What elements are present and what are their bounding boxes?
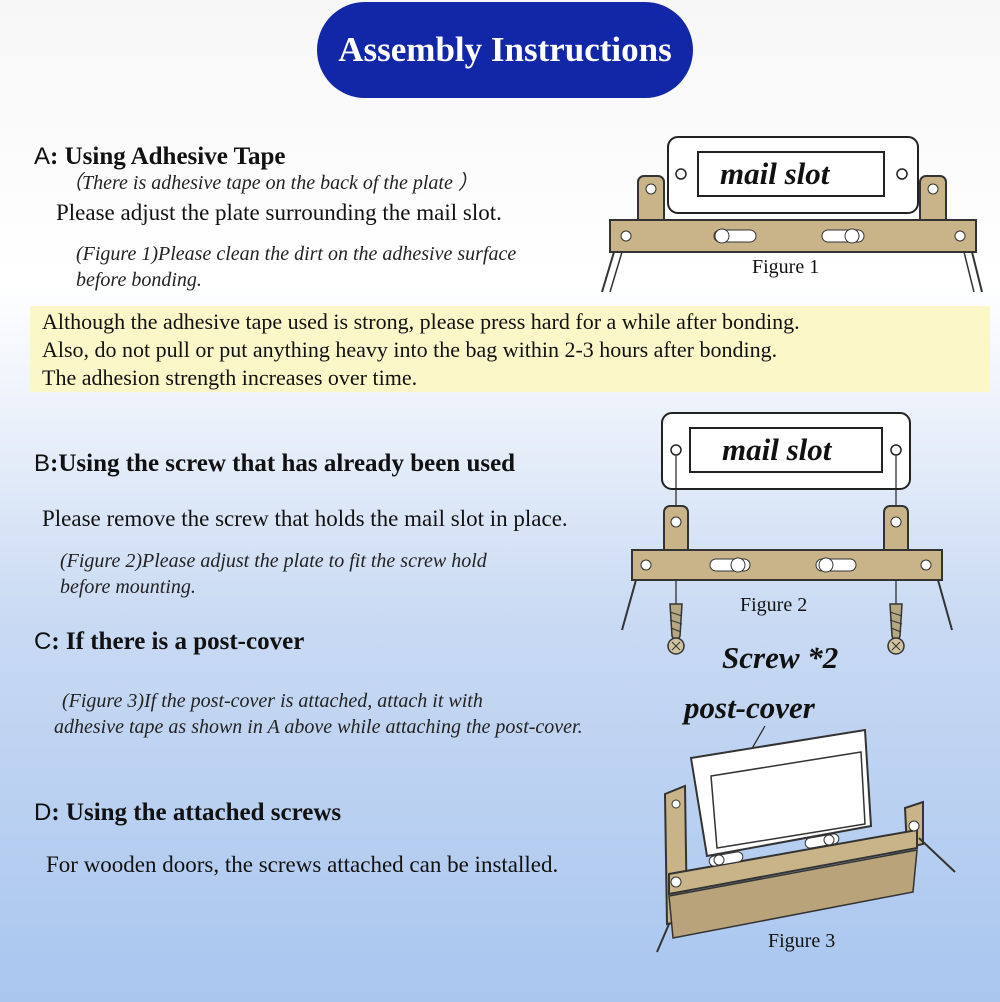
figure-1-caption: Figure 1 <box>752 256 820 278</box>
section-b-body: Please remove the screw that holds the m… <box>42 506 568 531</box>
figure-3-note-line-2: adhesive tape as shown in A above while … <box>54 716 583 738</box>
section-b-heading: B:Using the screw that has already been … <box>34 450 515 478</box>
section-d-body: For wooden doors, the screws attached ca… <box>46 852 559 877</box>
figure-2-slot-label: mail slot <box>722 432 832 467</box>
section-c-letter: C <box>34 628 52 655</box>
figure-1-illustration <box>601 136 983 293</box>
section-c-heading: C: If there is a post-cover <box>34 628 304 656</box>
section-b-letter: B <box>34 450 51 477</box>
screw-left-icon <box>667 603 685 655</box>
section-a-title: : Using Adhesive Tape <box>50 143 286 170</box>
figure-3-illustration <box>656 725 956 953</box>
figure-2-note-line-1: (Figure 2)Please adjust the plate to fit… <box>60 550 487 572</box>
section-b-title: :Using the screw that has already been u… <box>50 450 516 477</box>
notice-line-2: Also, do not pull or put anything heavy … <box>42 337 778 362</box>
section-a-body: Please adjust the plate surrounding the … <box>56 200 502 225</box>
figure-2-note-line-2: before mounting. <box>60 576 196 598</box>
section-a-note: （There is adhesive tape on the back of t… <box>62 172 478 194</box>
figure-2-caption: Figure 2 <box>740 594 808 616</box>
notice-line-1: Although the adhesive tape used is stron… <box>42 309 800 334</box>
post-cover-label: post-cover <box>684 690 815 725</box>
notice-text: Although the adhesive tape used is stron… <box>42 308 800 392</box>
figure-3-caption: Figure 3 <box>768 930 836 952</box>
figure-1-slot-label: mail slot <box>720 156 830 191</box>
section-a-letter: A <box>34 143 51 170</box>
figure-3-note-line-1: (Figure 3)If the post-cover is attached,… <box>62 690 483 712</box>
figure-1-note-line-2: before bonding. <box>76 269 202 291</box>
screw-right-icon <box>887 603 905 655</box>
notice-line-3: The adhesion strength increases over tim… <box>42 365 418 390</box>
screw-count-label: Screw *2 <box>722 640 839 675</box>
section-c-title: : If there is a post-cover <box>51 628 305 655</box>
section-a-heading: A: Using Adhesive Tape <box>34 143 286 171</box>
figure-1-note-line-1: (Figure 1)Please clean the dirt on the a… <box>76 243 517 265</box>
page-title: Assembly Instructions <box>338 30 672 69</box>
section-d-heading: D: Using the attached screws <box>34 799 341 827</box>
section-d-letter: D <box>34 799 52 826</box>
title-badge: Assembly Instructions <box>317 2 693 98</box>
notice-highlight <box>30 306 990 392</box>
figure-2-illustration <box>621 412 953 655</box>
section-d-title: : Using the attached screws <box>51 799 342 826</box>
